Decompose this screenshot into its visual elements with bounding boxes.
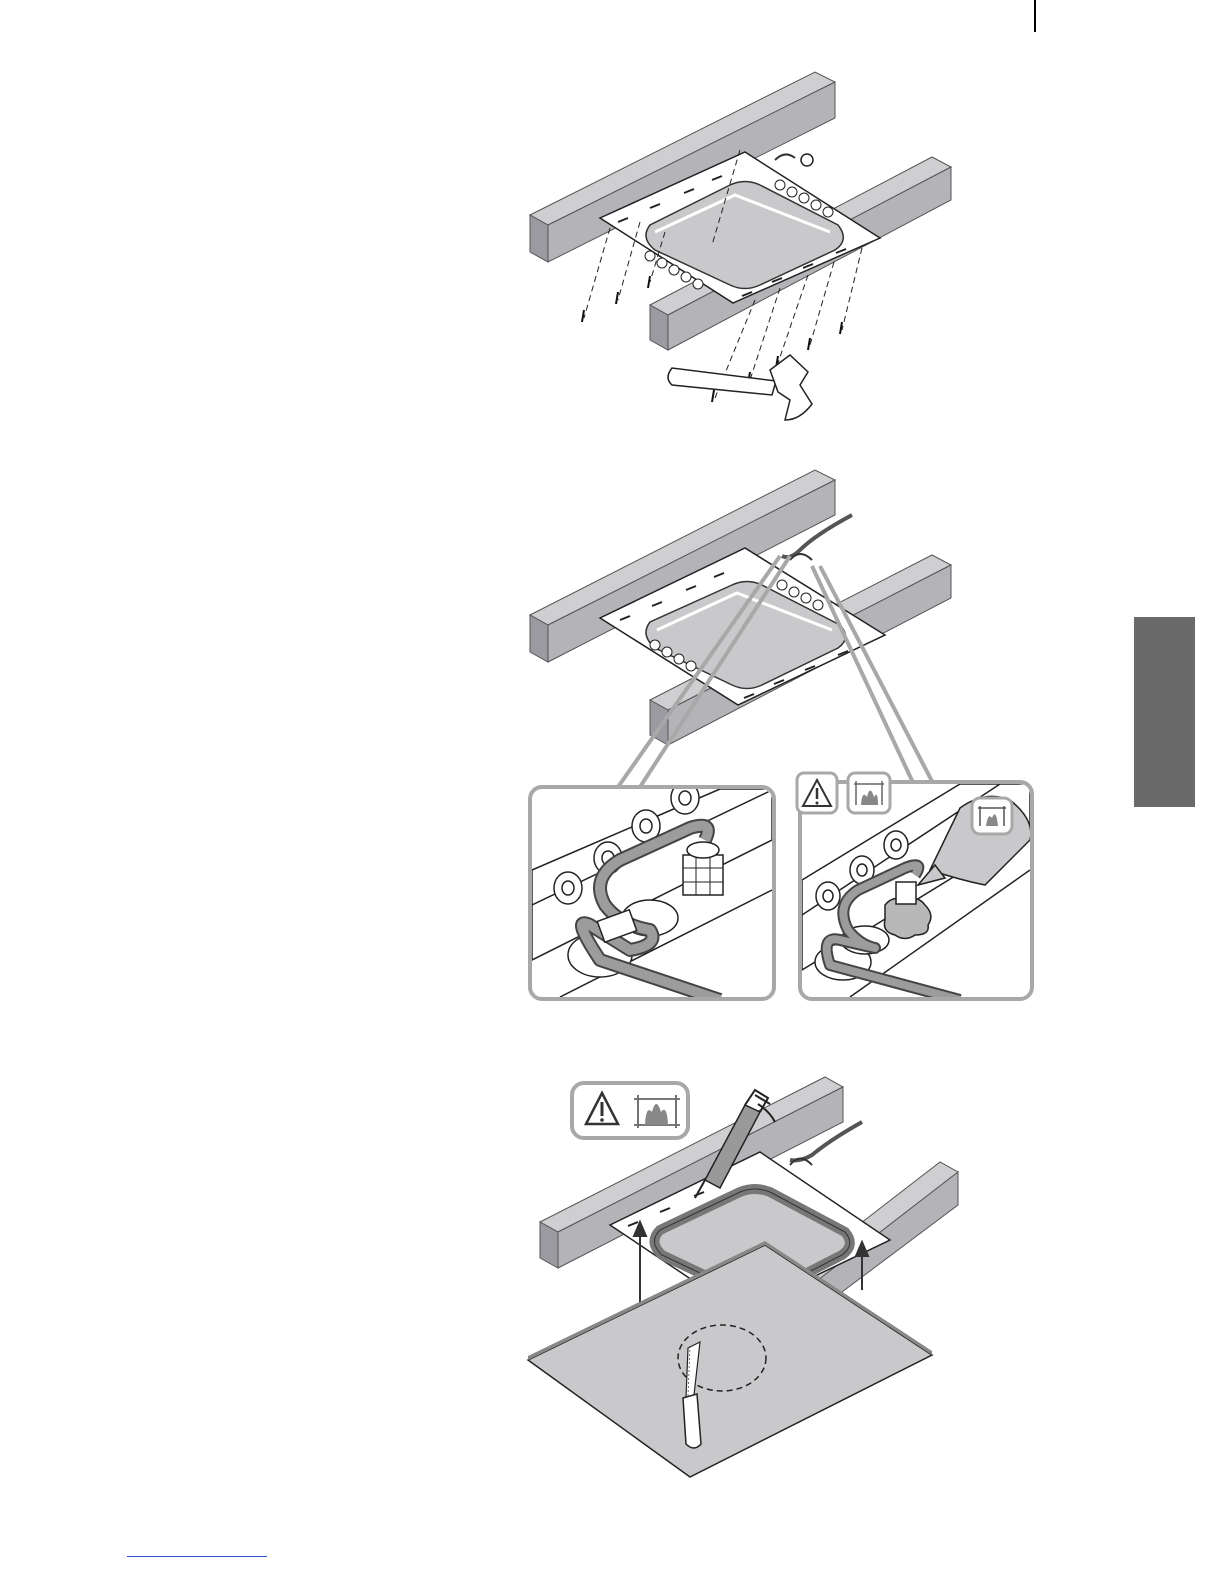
section-tab	[1134, 617, 1195, 807]
fire-barrier-icon	[848, 773, 890, 813]
hammer-icon	[668, 355, 812, 420]
step-1-illustration	[530, 72, 951, 420]
sealant-detail	[797, 773, 1032, 1000]
cable-clamp-detail	[530, 782, 774, 1000]
cable-gland	[683, 842, 723, 895]
ceiling-panel	[528, 1241, 932, 1477]
step-2-illustration	[530, 470, 1032, 1000]
caution-icon	[797, 773, 837, 813]
warning-callout	[572, 1083, 688, 1138]
footer-rule	[127, 1556, 267, 1557]
step-3-illustration	[528, 1077, 958, 1477]
